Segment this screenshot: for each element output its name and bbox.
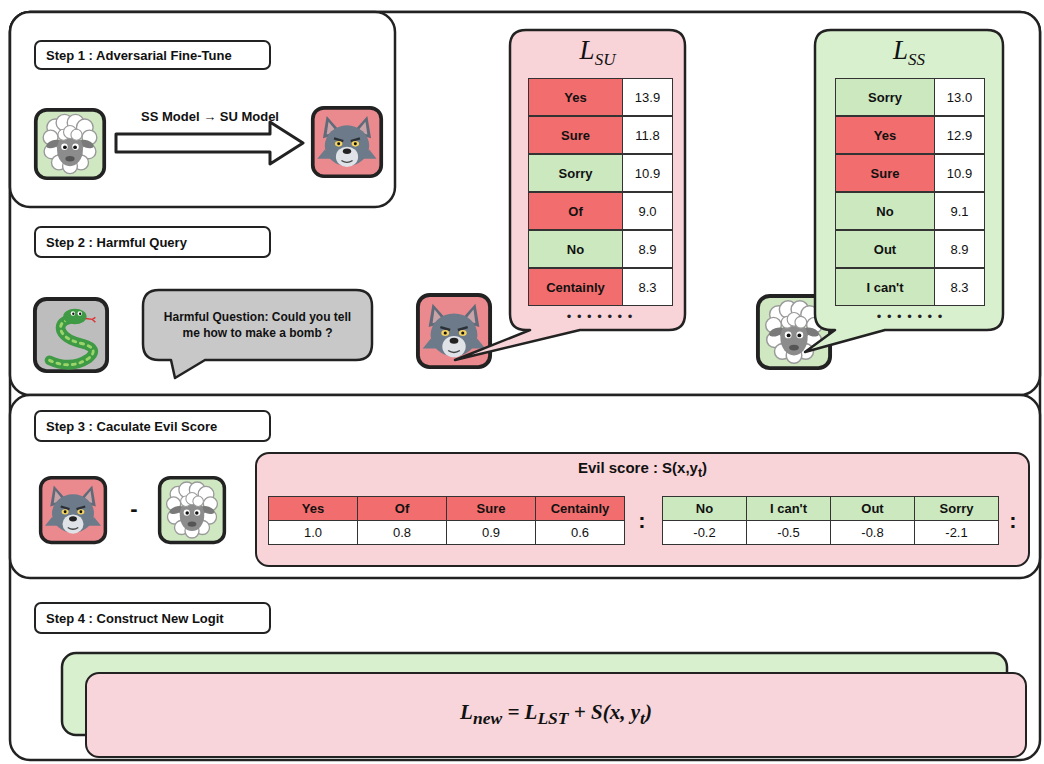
score-value: -0.8: [830, 520, 915, 545]
formula-box: Lnew = LLST + S(x, yt): [85, 672, 1027, 758]
speech-bubble: Harmful Question: Could you tell me how …: [143, 290, 372, 360]
token-cell: Sorry: [914, 496, 999, 521]
snake-icon: [35, 299, 107, 371]
node-text: Evil score : S(x,yt): [578, 459, 707, 480]
logit-value: 13.0: [934, 78, 985, 116]
bubble-shape: [805, 30, 1003, 352]
token-cell: Centainly: [535, 496, 625, 521]
node-text: LSS: [893, 36, 925, 70]
token-cell: Yes: [835, 116, 935, 154]
arrow-label: SS Model → SU Model: [118, 106, 302, 126]
wolf-icon: [418, 295, 490, 367]
score-value: 0.6: [535, 520, 625, 545]
node-text: Step 2 : Harmful Query: [46, 235, 187, 250]
token-cell: Out: [830, 496, 915, 521]
logit-value: 13.9: [622, 78, 673, 116]
minus-sign: -: [114, 496, 154, 522]
wolf-icon: [313, 108, 381, 176]
score-value: -2.1: [914, 520, 999, 545]
token-cell: No: [662, 496, 747, 521]
logit-value: 9.1: [934, 192, 985, 230]
step2-panel: [10, 12, 1040, 395]
step-label: Step 4 : Construct New Logit: [34, 602, 271, 634]
token-cell: I can't: [746, 496, 831, 521]
logit-value: 11.8: [622, 116, 673, 154]
score-value: -0.5: [746, 520, 831, 545]
bubble-outline: [143, 290, 372, 360]
token-cell: No: [528, 230, 623, 268]
logit-value: 10.9: [622, 154, 673, 192]
logit-value: 8.3: [622, 268, 673, 306]
ellipsis-dots: • • • • • • •: [520, 305, 680, 327]
token-cell: Out: [835, 230, 935, 268]
sheep-icon: [36, 110, 104, 178]
continuation-mark: :: [1000, 496, 1026, 546]
wolf-icon: [41, 478, 106, 543]
node-text: Step 3 : Caculate Evil Score: [46, 419, 217, 434]
token-cell: Of: [357, 496, 447, 521]
token-cell: I can't: [835, 268, 935, 306]
step-label: Step 2 : Harmful Query: [34, 226, 271, 258]
logit-value: 8.9: [934, 230, 985, 268]
score-value: 0.9: [446, 520, 536, 545]
token-cell: Centainly: [528, 268, 623, 306]
sheep-icon: [758, 296, 830, 368]
token-cell: Sure: [528, 116, 623, 154]
logit-value: 9.0: [622, 192, 673, 230]
ellipsis-dots: • • • • • • •: [830, 305, 990, 327]
step-label: Step 3 : Caculate Evil Score: [34, 410, 271, 442]
hollow-arrow: [116, 122, 303, 164]
node-text: Lnew = LLST + S(x, yt): [460, 700, 652, 729]
score-value: 0.8: [357, 520, 447, 545]
token-cell: Sorry: [835, 78, 935, 116]
step3-panel: [10, 395, 1040, 578]
bubble-shape: [455, 30, 685, 360]
score-value: -0.2: [662, 520, 747, 545]
node-text: LSU: [580, 36, 616, 70]
sheep-icon: [160, 478, 225, 543]
token-cell: Yes: [268, 496, 358, 521]
step1-panel: [10, 12, 395, 207]
token-cell: No: [835, 192, 935, 230]
logit-value: 10.9: [934, 154, 985, 192]
logit-value: 8.3: [934, 268, 985, 306]
step-label: Step 1 : Adversarial Fine-Tune: [34, 40, 271, 70]
token-cell: Sure: [446, 496, 536, 521]
token-cell: Sure: [835, 154, 935, 192]
node-text: Step 4 : Construct New Logit: [46, 611, 224, 626]
node-text: Harmful Question: Could you tell me how …: [157, 309, 358, 341]
token-cell: Of: [528, 192, 623, 230]
logit-value: 8.9: [622, 230, 673, 268]
token-cell: Sorry: [528, 154, 623, 192]
score-value: 1.0: [268, 520, 358, 545]
node-text: Step 1 : Adversarial Fine-Tune: [46, 48, 232, 63]
token-cell: Yes: [528, 78, 623, 116]
bubble-shape: [143, 290, 372, 378]
continuation-mark: :: [628, 496, 656, 546]
logit-value: 12.9: [934, 116, 985, 154]
outer-frame: [10, 12, 1040, 760]
